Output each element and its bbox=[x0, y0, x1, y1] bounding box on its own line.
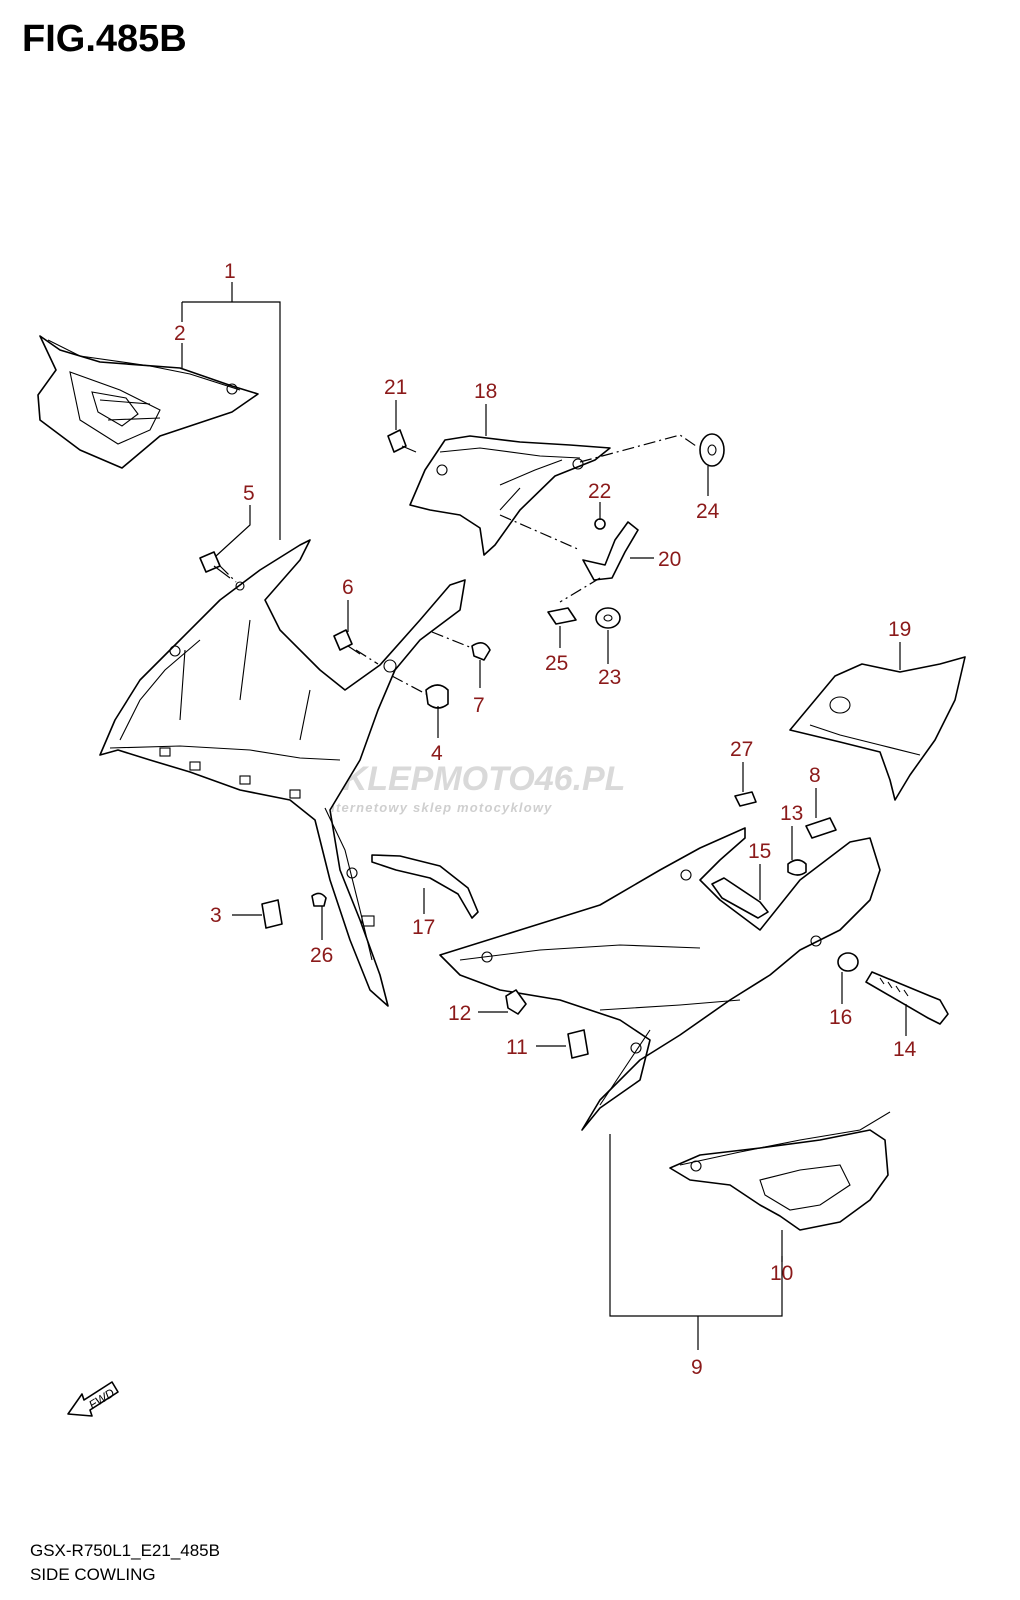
callout-22: 22 bbox=[588, 480, 611, 503]
callouts: 1 2 3 4 5 6 7 8 9 10 11 12 13 14 15 16 1… bbox=[174, 260, 917, 1379]
callout-14: 14 bbox=[893, 1038, 917, 1061]
callout-7: 7 bbox=[473, 694, 485, 717]
callout-23: 23 bbox=[598, 666, 621, 689]
callout-19: 19 bbox=[888, 618, 911, 641]
assembly-lines bbox=[219, 434, 697, 695]
bracket bbox=[582, 521, 639, 581]
callout-11: 11 bbox=[506, 1036, 528, 1059]
side-cowl-lower bbox=[439, 827, 881, 1131]
callout-2: 2 bbox=[174, 322, 186, 345]
section-name: SIDE COWLING bbox=[30, 1565, 156, 1584]
svg-text:internetowy sklep motocyklowy: internetowy sklep motocyklowy bbox=[322, 800, 553, 815]
watermark: SKLEPMOTO46.PL internetowy sklep motocyk… bbox=[320, 760, 625, 815]
leader-lines bbox=[181, 282, 907, 1350]
callout-8: 8 bbox=[809, 764, 821, 787]
callout-6: 6 bbox=[342, 576, 354, 599]
figure-title: FIG.485B bbox=[22, 18, 187, 60]
callout-24: 24 bbox=[696, 500, 720, 523]
callout-5: 5 bbox=[243, 482, 255, 505]
callout-1: 1 bbox=[224, 260, 236, 283]
hardware bbox=[199, 429, 949, 1059]
trim-strip bbox=[371, 854, 479, 919]
callout-13: 13 bbox=[780, 802, 803, 825]
callout-25: 25 bbox=[545, 652, 568, 675]
callout-20: 20 bbox=[658, 548, 681, 571]
decal-upper bbox=[37, 335, 259, 469]
model-code: GSX-R750L1_E21_485B bbox=[30, 1541, 220, 1560]
callout-12: 12 bbox=[448, 1002, 471, 1025]
callout-26: 26 bbox=[310, 944, 333, 967]
callout-27: 27 bbox=[730, 738, 753, 761]
side-cowl-front bbox=[99, 539, 466, 1007]
callout-21: 21 bbox=[384, 376, 407, 399]
callout-9: 9 bbox=[691, 1356, 703, 1379]
callout-3: 3 bbox=[210, 904, 222, 927]
decal-lower bbox=[669, 1111, 891, 1231]
svg-text:SKLEPMOTO46.PL: SKLEPMOTO46.PL bbox=[320, 760, 625, 798]
callout-15: 15 bbox=[748, 840, 771, 863]
fwd-arrow-icon: FWD bbox=[67, 1381, 119, 1417]
inner-cover bbox=[409, 435, 611, 556]
callout-18: 18 bbox=[474, 380, 497, 403]
callout-10: 10 bbox=[770, 1262, 793, 1285]
callout-17: 17 bbox=[412, 916, 435, 939]
side-panel-small bbox=[789, 656, 966, 801]
callout-4: 4 bbox=[431, 742, 443, 765]
callout-16: 16 bbox=[829, 1006, 852, 1029]
